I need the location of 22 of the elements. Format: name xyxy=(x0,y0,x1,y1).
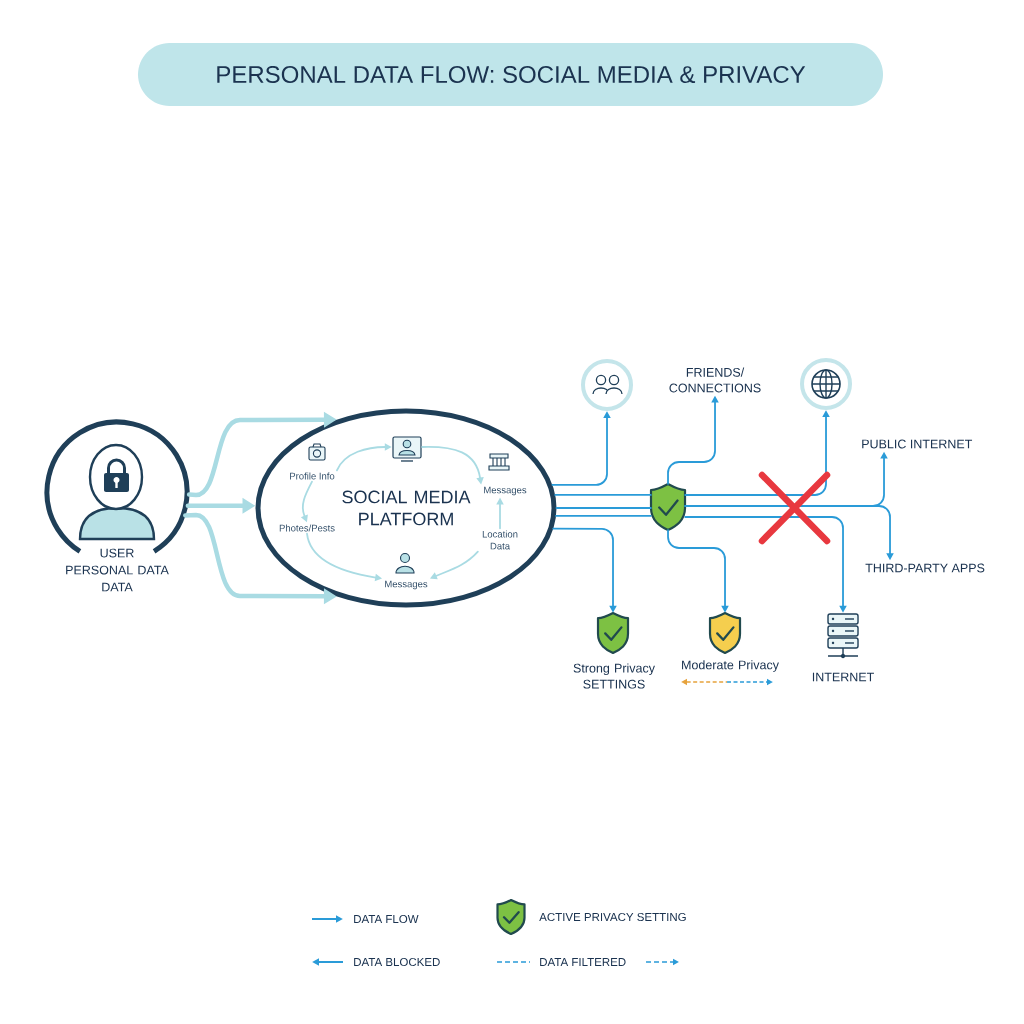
monitor-icon xyxy=(392,436,422,462)
shield-icon xyxy=(649,482,687,532)
arrow xyxy=(430,550,479,580)
node-label: Strong Privacy SETTINGS xyxy=(573,663,655,689)
data-label: Profile Info xyxy=(290,472,335,480)
connector-line xyxy=(555,514,652,517)
legend-label: DATA BLOCKED xyxy=(354,957,440,967)
node-label: INTERNET xyxy=(812,672,874,682)
data-label: Location Data xyxy=(482,530,518,550)
title-banner: PERSONAL DATA FLOW: SOCIAL MEDIA & PRIVACY xyxy=(138,43,883,106)
legend-label: ACTIVE PRIVACY SETTING xyxy=(539,912,686,922)
destination-label: FRIENDS/ CONNECTIONS xyxy=(669,367,761,393)
connector-line xyxy=(554,494,652,496)
destination-label: PUBLIC INTERNET xyxy=(862,439,973,449)
destination-label: THIRD-PARTY APPS xyxy=(865,563,985,573)
data-label: Messages xyxy=(484,486,527,496)
legend-label: DATA FILTERED xyxy=(540,958,626,966)
connector-line xyxy=(555,507,652,509)
node-label: Moderate Privacy xyxy=(682,660,779,672)
data-label: Messages xyxy=(385,580,428,590)
legend-label: DATA FLOW xyxy=(354,914,419,924)
data-label: Photes/Pests xyxy=(279,524,335,532)
